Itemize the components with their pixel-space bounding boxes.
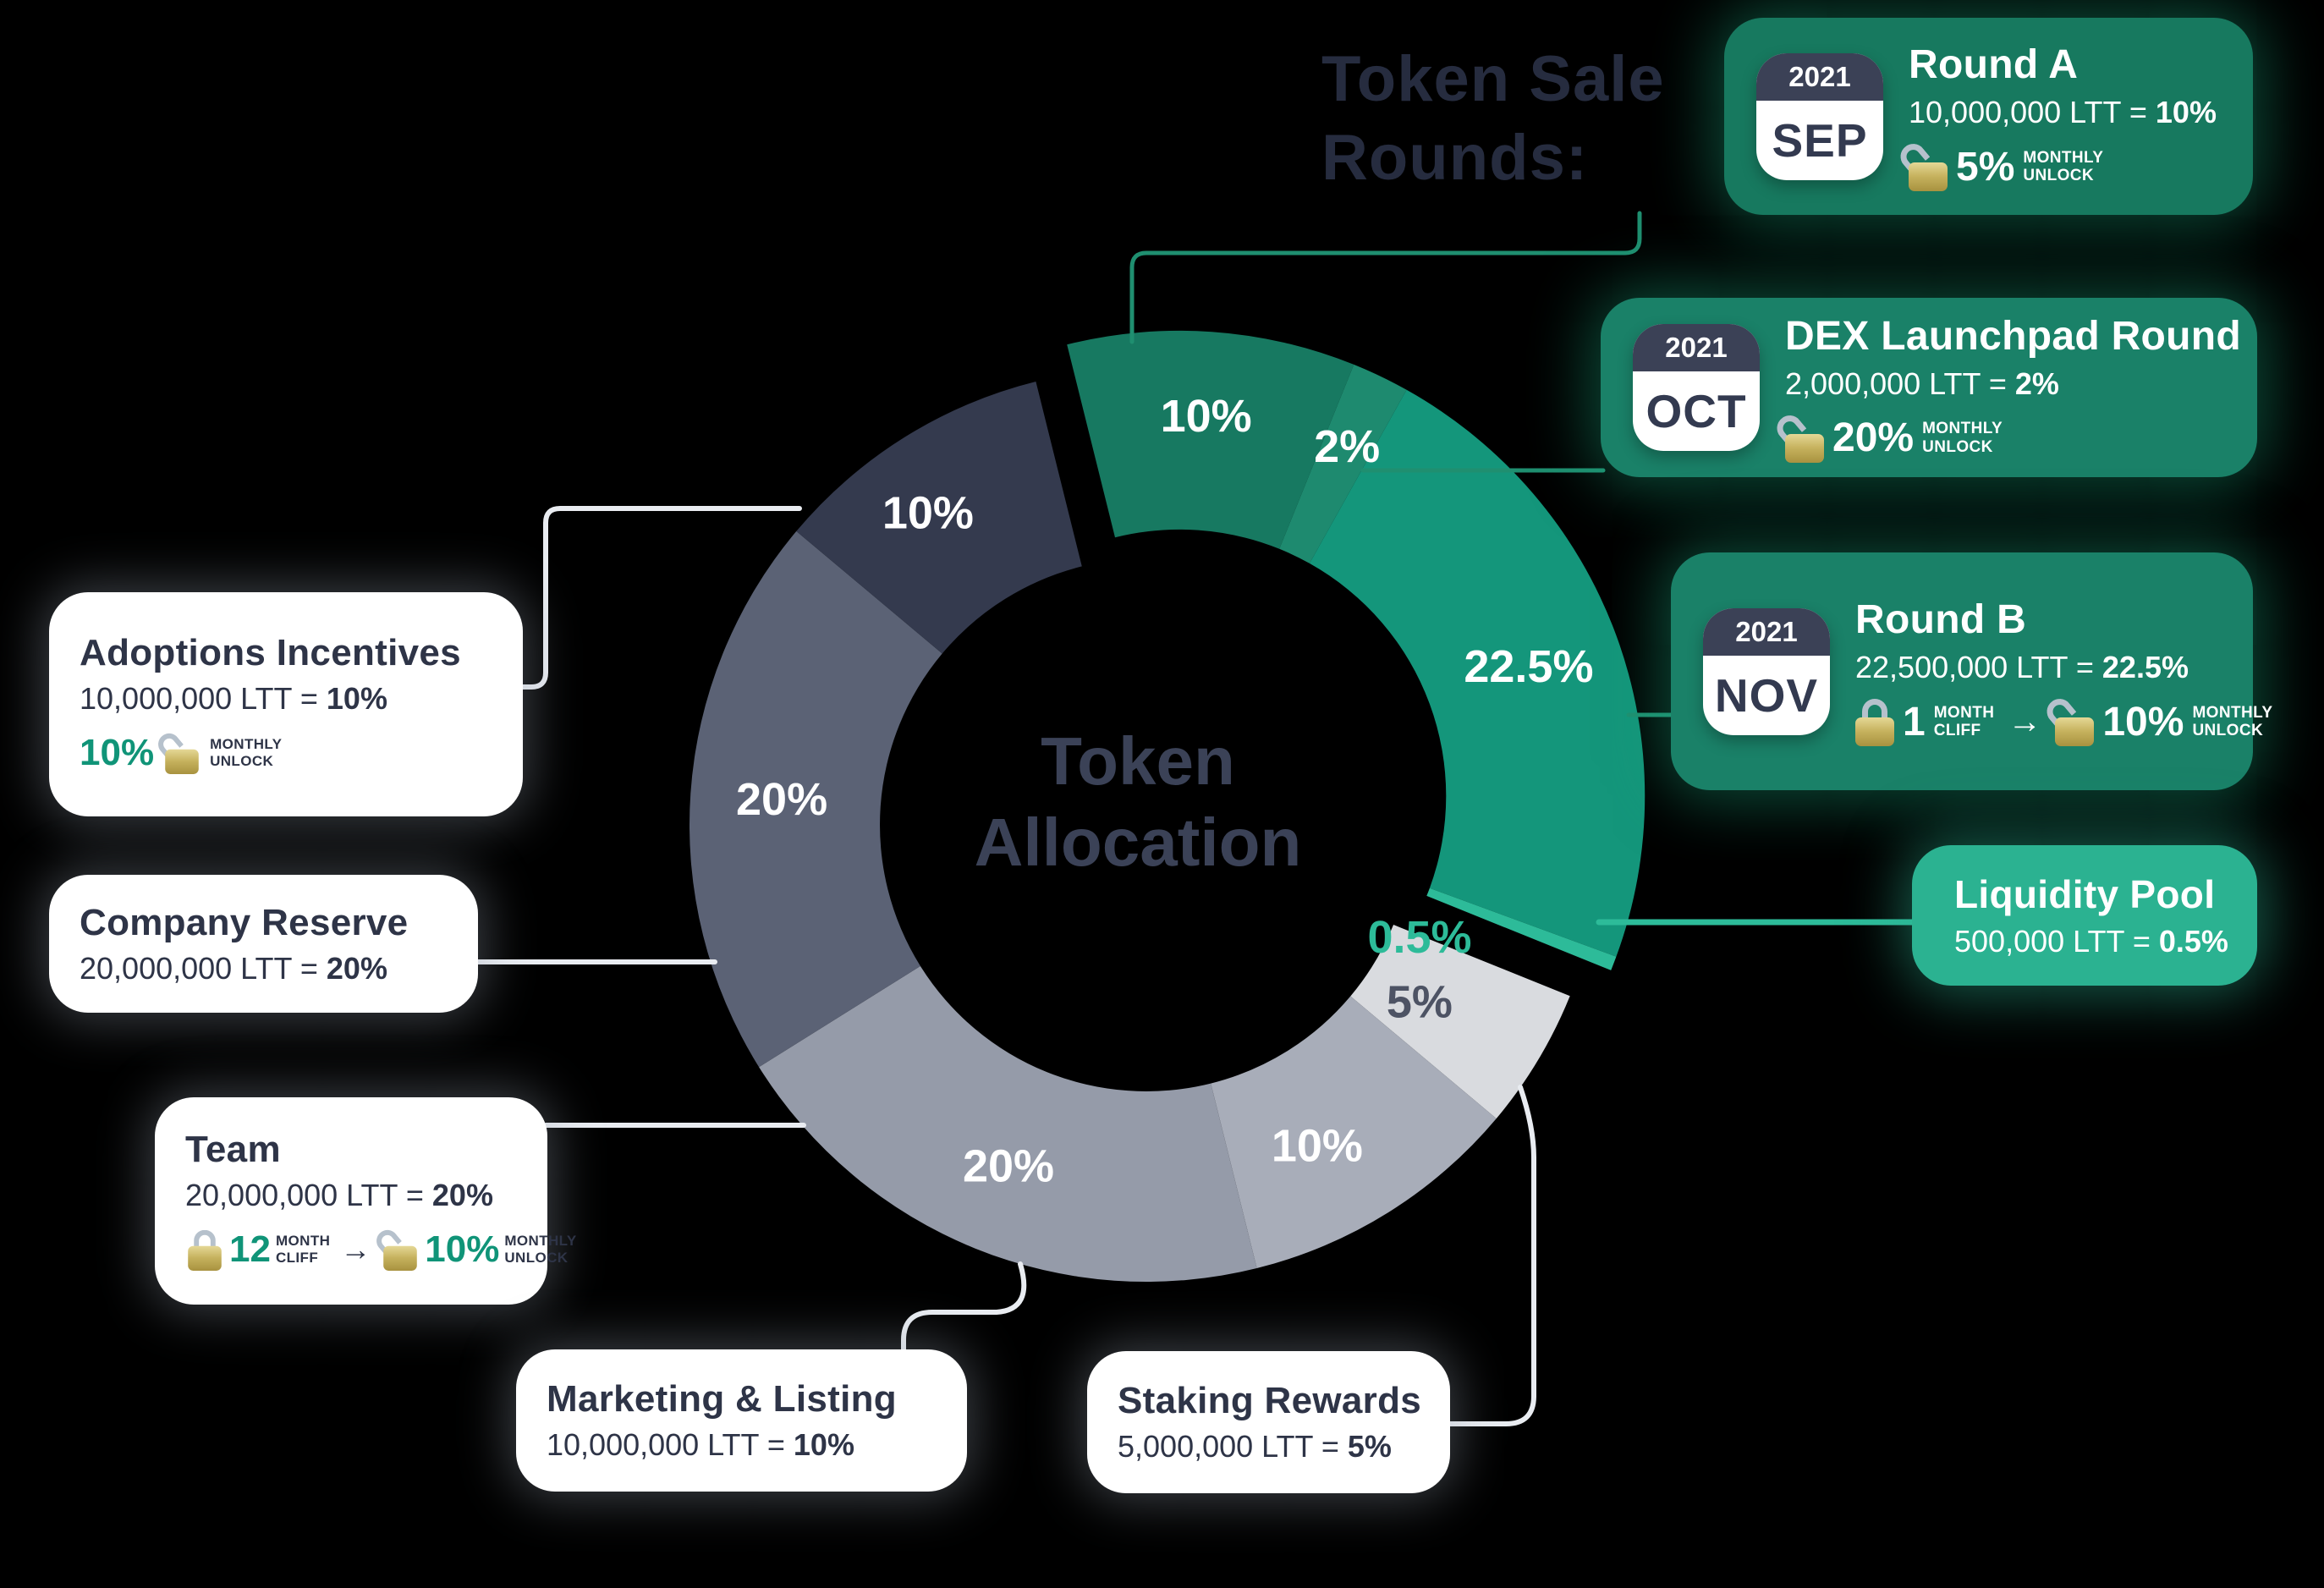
donut-segment-9 [796, 382, 1082, 654]
cliff-value: 1 [1903, 699, 1926, 745]
lock-closed-icon [1855, 697, 1894, 746]
donut-segment-4 [1426, 887, 1617, 970]
card-company-reserve: Company Reserve 20,000,000 LTT = 20% [49, 875, 478, 1013]
card-amount: 20,000,000 LTT = 20% [80, 950, 387, 986]
connector-round-a [1129, 211, 1642, 344]
connector-adoptions [517, 506, 802, 690]
page-title: Token Sale Rounds: [1321, 41, 1665, 197]
calendar-year: 2021 [1703, 607, 1830, 656]
unlock-percent: 20% [1832, 415, 1915, 460]
center-label-line2: Allocation [974, 805, 1302, 880]
card-amount: 500,000 LTT = 0.5% [1954, 924, 2228, 959]
card-title: Team [185, 1128, 281, 1170]
page-title-line2: Rounds: [1321, 121, 1589, 194]
card-title: Round B [1855, 597, 2027, 642]
connector-staking [1444, 1085, 1536, 1426]
calendar-icon: 2021 SEP [1756, 52, 1883, 180]
donut-label: 10% [882, 487, 974, 538]
calendar-year: 2021 [1633, 324, 1760, 371]
donut-center-label: Token Allocation [859, 721, 1417, 883]
card-round-b: 2021 NOV Round B 22,500,000 LTT = 22.5% … [1671, 552, 2272, 790]
donut-label: 5% [1387, 977, 1453, 1028]
arrow-right-icon: → [340, 1231, 371, 1267]
card-amount: 2,000,000 LTT = 2% [1785, 365, 2059, 401]
calendar-month: OCT [1645, 385, 1747, 437]
card-title: Marketing & Listing [547, 1378, 897, 1420]
card-title: Liquidity Pool [1954, 872, 2216, 916]
donut-label: 10% [1161, 391, 1252, 442]
card-amount: 10,000,000 LTT = 10% [80, 680, 387, 716]
card-title: Staking Rewards [1118, 1380, 1422, 1421]
lock-open-icon [1895, 138, 1948, 191]
calendar-month: SEP [1772, 113, 1868, 167]
card-amount: 10,000,000 LTT = 10% [1909, 95, 2217, 129]
unlock-percent: 10% [80, 731, 155, 773]
card-round-a: 2021 SEP Round A 10,000,000 LTT = 10% 5%… [1724, 18, 2253, 215]
card-title: DEX Launchpad Round [1785, 313, 2242, 359]
card-amount: 5,000,000 LTT = 5% [1118, 1429, 1392, 1464]
calendar-year: 2021 [1756, 52, 1883, 101]
connector-marketing [901, 1261, 1027, 1356]
donut-segment-3 [1309, 389, 1645, 957]
card-title: Company Reserve [80, 901, 409, 943]
donut-label: 10% [1272, 1121, 1363, 1172]
card-dex-launchpad: 2021 OCT DEX Launchpad Round 2,000,000 L… [1601, 298, 2257, 477]
donut-label: 22.5% [1464, 641, 1593, 692]
donut-label: 2% [1314, 421, 1380, 472]
donut-segment-7 [759, 965, 1257, 1283]
card-staking-rewards: Staking Rewards 5,000,000 LTT = 5% [1087, 1351, 1450, 1493]
donut-segment-1 [1067, 330, 1354, 549]
card-marketing-listing: Marketing & Listing 10,000,000 LTT = 10% [516, 1349, 967, 1492]
lock-open-icon [153, 728, 199, 774]
card-liquidity-pool: Liquidity Pool 500,000 LTT = 0.5% [1912, 845, 2257, 986]
lock-open-icon [2041, 693, 2095, 746]
card-amount: 10,000,000 LTT = 10% [547, 1427, 854, 1462]
lock-closed-icon [188, 1228, 222, 1271]
donut-segment-8 [689, 530, 942, 1068]
cliff-value: 12 [229, 1228, 271, 1270]
donut-segment-5 [1350, 925, 1570, 1119]
unlock-percent: 10% [2102, 699, 2184, 745]
lock-open-icon [1772, 409, 1824, 463]
center-label-line1: Token [1041, 723, 1235, 799]
donut-label: 20% [736, 774, 827, 825]
donut-segment-6 [1211, 996, 1497, 1268]
unlock-percent: 5% [1956, 144, 2015, 190]
donut-label: 0.5% [1367, 912, 1471, 963]
card-title: Round A [1909, 42, 2079, 87]
donut-segment-2 [1279, 364, 1407, 563]
card-title: Adoptions Incentives [80, 631, 461, 673]
card-amount: 22,500,000 LTT = 22.5% [1855, 650, 2189, 684]
donut-label: 20% [963, 1140, 1054, 1191]
card-amount: 20,000,000 LTT = 20% [185, 1177, 493, 1212]
page-title-line1: Token Sale [1321, 43, 1665, 115]
calendar-month: NOV [1714, 668, 1819, 722]
unlock-percent: 10% [425, 1228, 500, 1270]
lock-open-icon [372, 1225, 418, 1271]
calendar-icon: 2021 OCT [1633, 324, 1760, 451]
card-adoptions-incentives: Adoptions Incentives 10,000,000 LTT = 10… [49, 592, 523, 816]
calendar-icon: 2021 NOV [1703, 607, 1830, 735]
arrow-right-icon: → [2008, 702, 2042, 740]
